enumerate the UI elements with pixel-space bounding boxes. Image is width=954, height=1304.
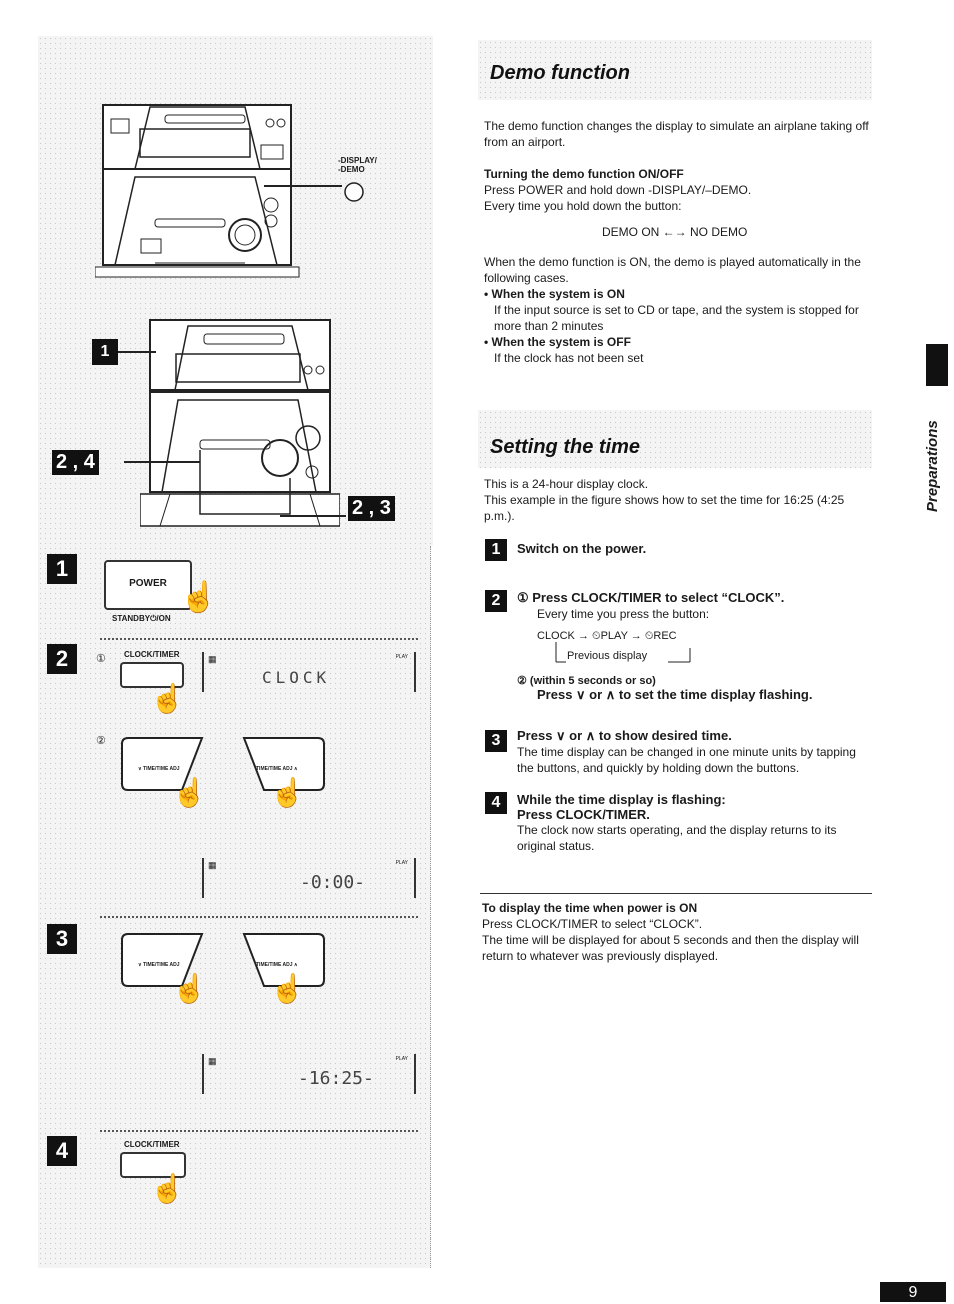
step-3-text: The time display can be changed in one m…: [517, 745, 856, 775]
illustration-step-4-badge: 4: [47, 1136, 77, 1166]
cycle-return-arrow: [555, 642, 691, 663]
note-divider: [480, 893, 872, 894]
dotted-divider: [100, 1130, 418, 1132]
callout-step-2-3-badge: 2 , 3: [348, 496, 395, 521]
step-3-block: Press ∨ or ∧ to show desired time. The t…: [517, 728, 875, 776]
step-2-title: ① Press CLOCK/TIMER to select “CLOCK”.: [517, 590, 785, 605]
demo-case1-text: If the input source is set to CD or tape…: [494, 303, 859, 333]
step-4-title-a: While the time display is flashing:: [517, 792, 726, 807]
up-key-illustration: [242, 933, 325, 987]
lcd-display-zero-time: ▦ PLAY -0:00-: [202, 858, 416, 898]
demo-turning-line1: Press POWER and hold down -DISPLAY/–DEMO…: [484, 183, 752, 197]
clock-timer-label: CLOCK/TIMER: [124, 1140, 180, 1149]
up-key-label: TIME/TIME ADJ ∧: [256, 766, 298, 772]
demo-heading-band: [478, 40, 872, 100]
note-line-1: Press CLOCK/TIMER to select “CLOCK”.: [482, 917, 703, 931]
step-4-title-b: Press CLOCK/TIMER.: [517, 807, 650, 822]
step-1-title: Switch on the power.: [517, 541, 647, 556]
note-line-2: The time will be displayed for about 5 s…: [482, 933, 859, 963]
callout-lines: [118, 351, 346, 517]
clock-timer-label: CLOCK/TIMER: [124, 650, 180, 659]
standby-on-label: STANDBY⏻/ON: [112, 614, 171, 623]
step-2-text: Every time you press the button:: [537, 607, 710, 621]
hand-press-icon: ☝: [270, 777, 305, 808]
callout-step-2-4-badge: 2 , 4: [52, 450, 99, 475]
step-2-badge: 2: [485, 590, 507, 612]
setting-heading-band: [478, 410, 872, 468]
clock-timer-button-illustration: [120, 1152, 186, 1178]
stereo-unit-callout-illustration: [140, 319, 340, 527]
hand-press-icon: ☝: [172, 973, 207, 1004]
circle-2-label: ②: [96, 735, 106, 747]
callout-step-1-badge: 1: [92, 339, 118, 365]
illustration-step-3-badge: 3: [47, 924, 77, 954]
page-number: 9: [880, 1282, 946, 1302]
demo-case1-heading: • When the system is ON: [484, 287, 625, 301]
power-button-illustration: POWER: [104, 560, 192, 610]
hand-press-icon: ☝: [172, 777, 207, 808]
hand-press-icon: ☝: [150, 683, 185, 714]
step-4-badge: 4: [485, 792, 507, 814]
setting-intro: This is a 24-hour display clock. This ex…: [484, 476, 874, 524]
display-demo-label: -DISPLAY/-DEMO: [338, 156, 377, 174]
down-key-label: ∨ TIME/TIME ADJ: [138, 962, 180, 968]
down-key-label: ∨ TIME/TIME ADJ: [138, 766, 180, 772]
demo-turning-line2: Every time you hold down the button:: [484, 199, 682, 213]
demo-turning-heading: Turning the demo function ON/OFF: [484, 167, 684, 181]
step-2-block: ① Press CLOCK/TIMER to select “CLOCK”. E…: [517, 590, 875, 703]
note-section: To display the time when power is ON Pre…: [482, 900, 874, 964]
demo-case2-text: If the clock has not been set: [494, 351, 644, 365]
step-3-badge: 3: [485, 730, 507, 752]
hand-press-icon: ☝: [150, 1173, 185, 1204]
step-2-previous: Previous display: [567, 650, 648, 662]
up-key-illustration: [242, 737, 325, 791]
demo-when-intro: When the demo function is ON, the demo i…: [484, 255, 861, 285]
down-key-illustration: [121, 737, 204, 791]
step-2-sub-b: Press ∨ or ∧ to set the time display fla…: [537, 687, 813, 702]
dotted-divider: [100, 916, 418, 918]
step-4-text: The clock now starts operating, and the …: [517, 823, 837, 853]
setting-intro-2: This example in the figure shows how to …: [484, 493, 845, 523]
step-3-title: Press ∨ or ∧ to show desired time.: [517, 728, 732, 743]
step-1-badge: 1: [485, 539, 507, 561]
step-2-cycle: CLOCK → ⏲PLAY → ⏲REC: [537, 630, 677, 642]
demo-function-title: Demo function: [490, 62, 630, 84]
illustration-step-2-badge: 2: [47, 644, 77, 674]
clock-timer-button-illustration: [120, 662, 184, 688]
lcd-display-clock: ▦ PLAY CLOCK: [202, 652, 416, 692]
dotted-divider: [100, 638, 418, 640]
stereo-unit-illustration: [95, 104, 300, 278]
down-key-illustration: [121, 933, 204, 987]
demo-intro: The demo function changes the display to…: [484, 119, 869, 149]
up-key-label: TIME/TIME ADJ ∧: [256, 962, 298, 968]
demo-cycle: DEMO ON ←→ NO DEMO: [602, 225, 748, 239]
step-4-block: While the time display is flashing: Pres…: [517, 792, 875, 854]
demo-case2-heading: • When the system is OFF: [484, 335, 631, 349]
demo-section: The demo function changes the display to…: [484, 118, 874, 366]
circle-1-label: ①: [96, 653, 106, 665]
illustration-step-1-badge: 1: [47, 554, 77, 584]
setting-time-title: Setting the time: [490, 436, 641, 458]
lcd-display-set-time: ▦ PLAY -16:25-: [202, 1054, 416, 1094]
section-tab-marker: [926, 344, 948, 386]
hand-press-icon: ☝: [270, 973, 305, 1004]
section-tab-label: Preparations: [924, 420, 941, 512]
setting-intro-1: This is a 24-hour display clock.: [484, 477, 649, 491]
note-heading: To display the time when power is ON: [482, 901, 698, 915]
hand-press-icon: ☝: [180, 581, 218, 614]
steps-illustration-panel: [38, 546, 431, 1268]
step-2-sub-a: ② (within 5 seconds or so): [517, 675, 656, 687]
display-demo-button-callout: [264, 182, 364, 202]
